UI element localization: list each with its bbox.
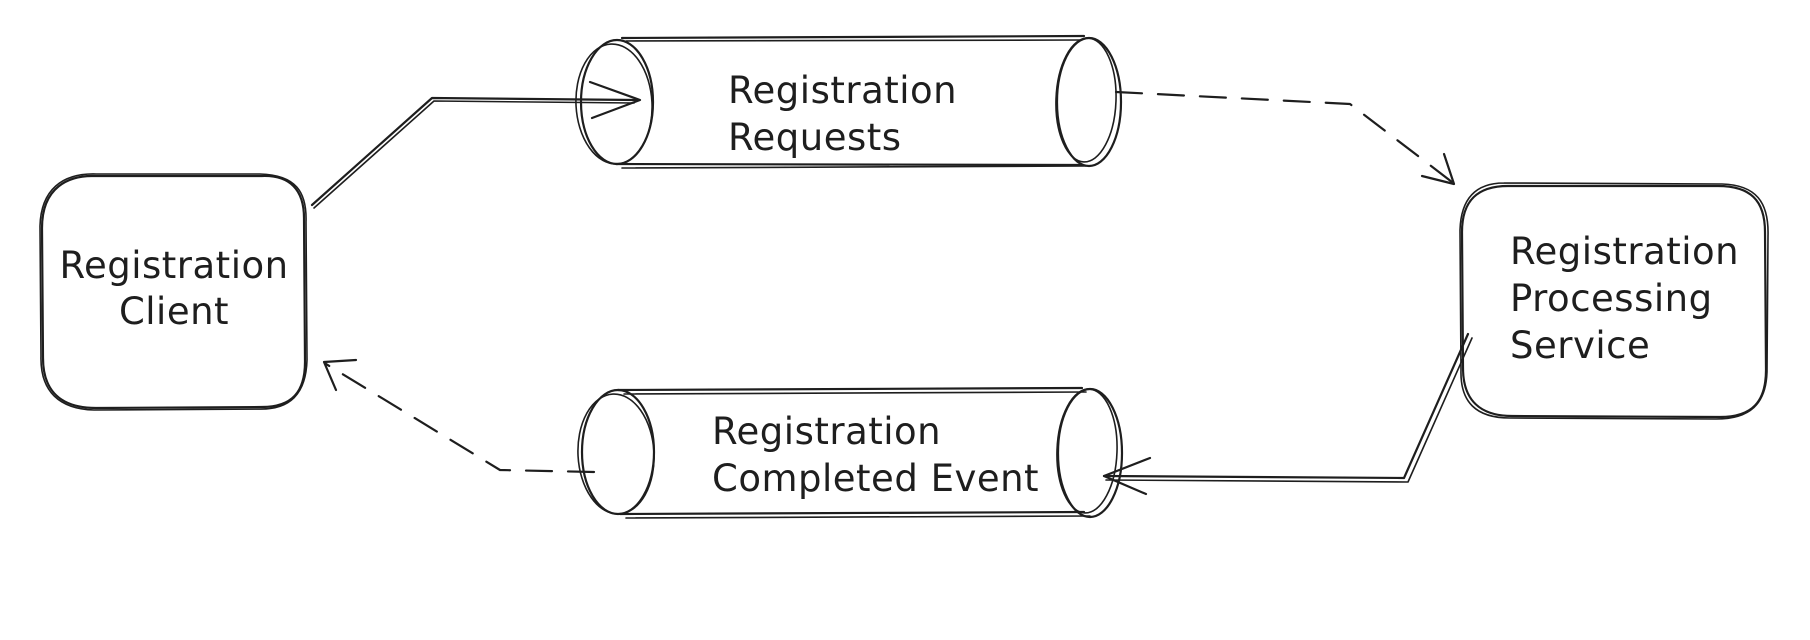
node-label-client-line-1: Registration <box>59 244 288 287</box>
edge-client-to-requests <box>310 80 642 209</box>
node-label-requests-line-1: Registration <box>728 69 957 112</box>
node-registration-processing-service[interactable]: Registration Processing Service <box>1459 182 1769 420</box>
node-registration-client[interactable]: Registration Client <box>39 173 308 411</box>
node-label-processing-line-1: Registration <box>1510 230 1739 273</box>
node-label-client-line-2: Client <box>119 290 229 333</box>
edge-requests-to-processing <box>1114 90 1456 186</box>
node-registration-requests[interactable]: Registration Requests <box>573 34 1123 169</box>
node-label-requests-line-2: Requests <box>728 116 902 159</box>
node-label-processing-line-3: Service <box>1510 324 1650 367</box>
node-label-processing-line-2: Processing <box>1510 277 1713 320</box>
arrowhead-icon <box>588 80 642 120</box>
node-registration-completed-event[interactable]: Registration Completed Event <box>575 386 1124 519</box>
arrowhead-icon <box>1102 456 1152 496</box>
node-label-completed-line-2: Completed Event <box>712 457 1039 500</box>
edge-completed-to-client <box>322 358 596 474</box>
node-label-completed-line-1: Registration <box>712 410 941 453</box>
arrowhead-icon <box>1420 152 1456 186</box>
edge-processing-to-completed <box>1102 332 1473 496</box>
arrowhead-icon <box>322 358 358 392</box>
